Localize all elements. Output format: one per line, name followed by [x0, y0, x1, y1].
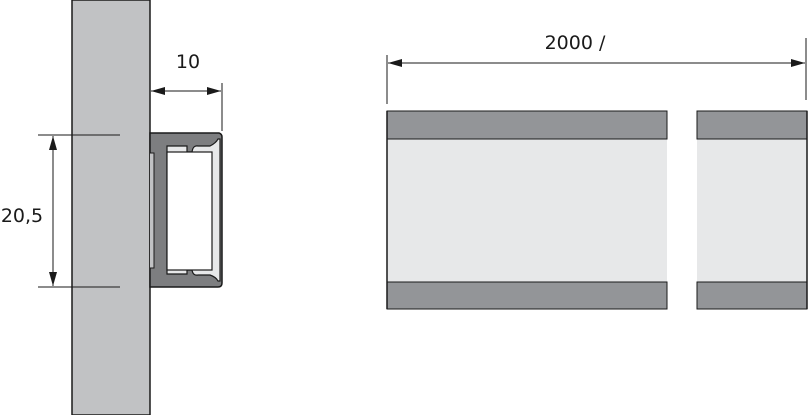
wall: [71, 0, 151, 415]
profile-segment-left: [386, 110, 668, 310]
depth-dimension-label: 10: [176, 51, 200, 73]
section-view: 10 20,5: [1, 0, 223, 415]
profile-cross-section: [149, 132, 223, 288]
profile-segment-right: [696, 110, 808, 310]
height-dimension-label: 20,5: [1, 205, 43, 227]
length-view: 2000 /: [386, 32, 808, 310]
length-dimension-label: 2000 /: [545, 32, 606, 54]
